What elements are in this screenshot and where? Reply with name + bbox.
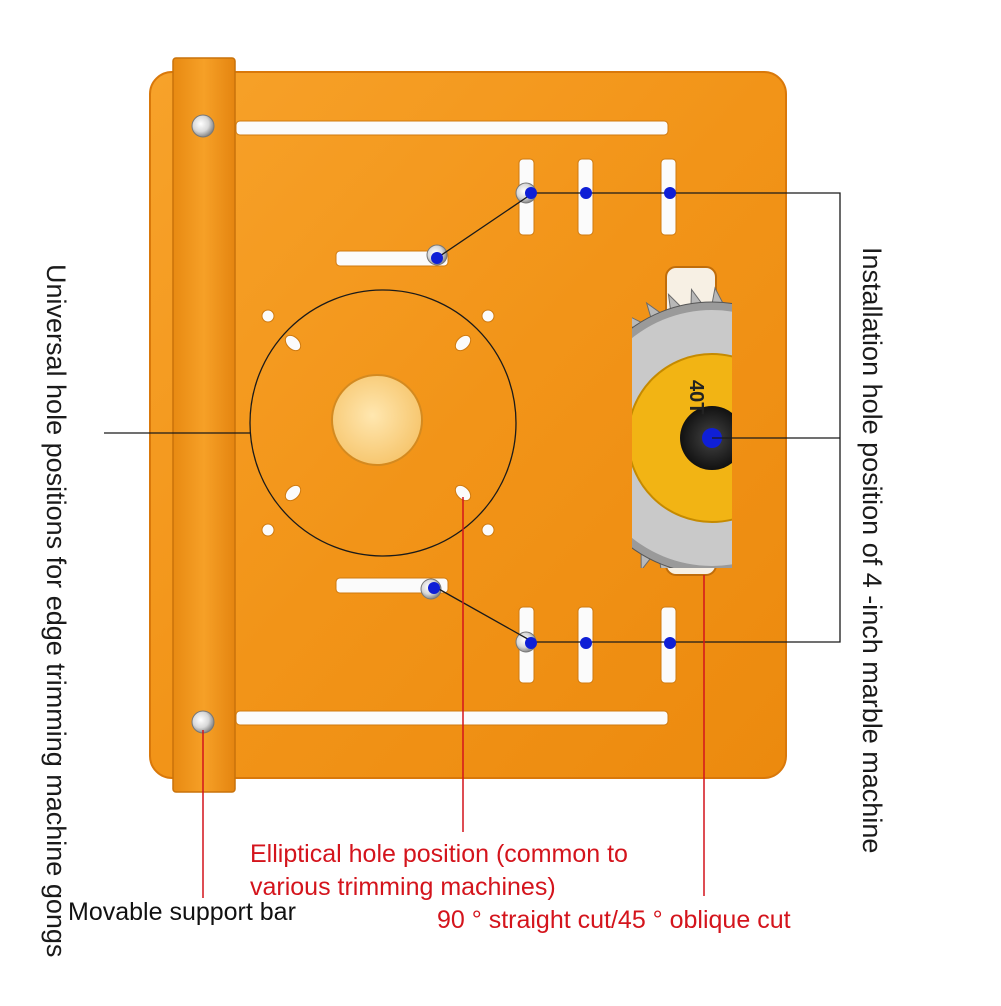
support-bar-bolt-top <box>191 114 215 138</box>
marker-dot <box>525 637 537 649</box>
bottom-long-slot <box>235 710 669 726</box>
router-screw-hole-3 <box>261 523 275 537</box>
elliptical-hole-label-line1: Elliptical hole position (common to <box>250 840 628 868</box>
blade-tooth <box>807 334 820 352</box>
marker-dot <box>580 187 592 199</box>
top-long-slot <box>235 120 669 136</box>
blade-tooth <box>831 373 847 388</box>
blade-tooth <box>826 499 845 509</box>
router-elliptical-hole-3 <box>284 484 302 502</box>
marker-dot <box>664 187 676 199</box>
oblique-cut-label: 90 ° straight cut/45 ° oblique cut <box>437 906 791 934</box>
elliptical-hole-label-line2: various trimming machines) <box>250 873 556 901</box>
router-elliptical-hole-1 <box>284 334 302 352</box>
installation-markers <box>428 187 676 649</box>
blade-tooth <box>835 479 853 490</box>
router-screw-hole-2 <box>481 309 495 323</box>
blade-marking: 40T <box>685 380 707 414</box>
router-hole-circle <box>249 289 517 557</box>
marker-dot <box>431 252 443 264</box>
lower-short-slot <box>335 577 449 594</box>
saw-blade: 40T <box>632 286 853 568</box>
support-bar-label: Movable support bar <box>68 898 296 926</box>
installation-hole-label-line2: -inch marble machine <box>857 595 887 854</box>
installation-hole-label: Installation hole position of 4 -inch ma… <box>854 247 890 853</box>
router-elliptical-hole-4 <box>454 484 472 502</box>
installation-hole-label-line1: Installation hole position of 4 <box>857 247 887 588</box>
blade-tooth <box>791 318 803 336</box>
marker-dot <box>525 187 537 199</box>
blade-tooth <box>820 352 835 369</box>
marker-dot <box>428 582 440 594</box>
universal-hole-label-line2: edge trimming machine gongs <box>41 595 71 958</box>
base-plate <box>149 71 787 779</box>
blade-tooth <box>813 517 831 529</box>
support-bar-bolt-bottom <box>191 710 215 734</box>
universal-hole-label: Universal hole positions for edge trimmi… <box>38 264 74 957</box>
blade-tooth <box>798 533 816 546</box>
upper-short-slot <box>335 250 449 267</box>
router-screw-hole-4 <box>481 523 495 537</box>
marker-dot <box>580 637 592 649</box>
universal-hole-label-line1: Universal hole positions for <box>41 264 71 589</box>
installation-leader-lines <box>436 192 841 643</box>
movable-support-bar <box>172 57 236 793</box>
router-elliptical-hole-2 <box>454 334 472 352</box>
marker-dot <box>664 637 676 649</box>
router-center-hole <box>331 374 423 466</box>
router-screw-hole-1 <box>261 309 275 323</box>
